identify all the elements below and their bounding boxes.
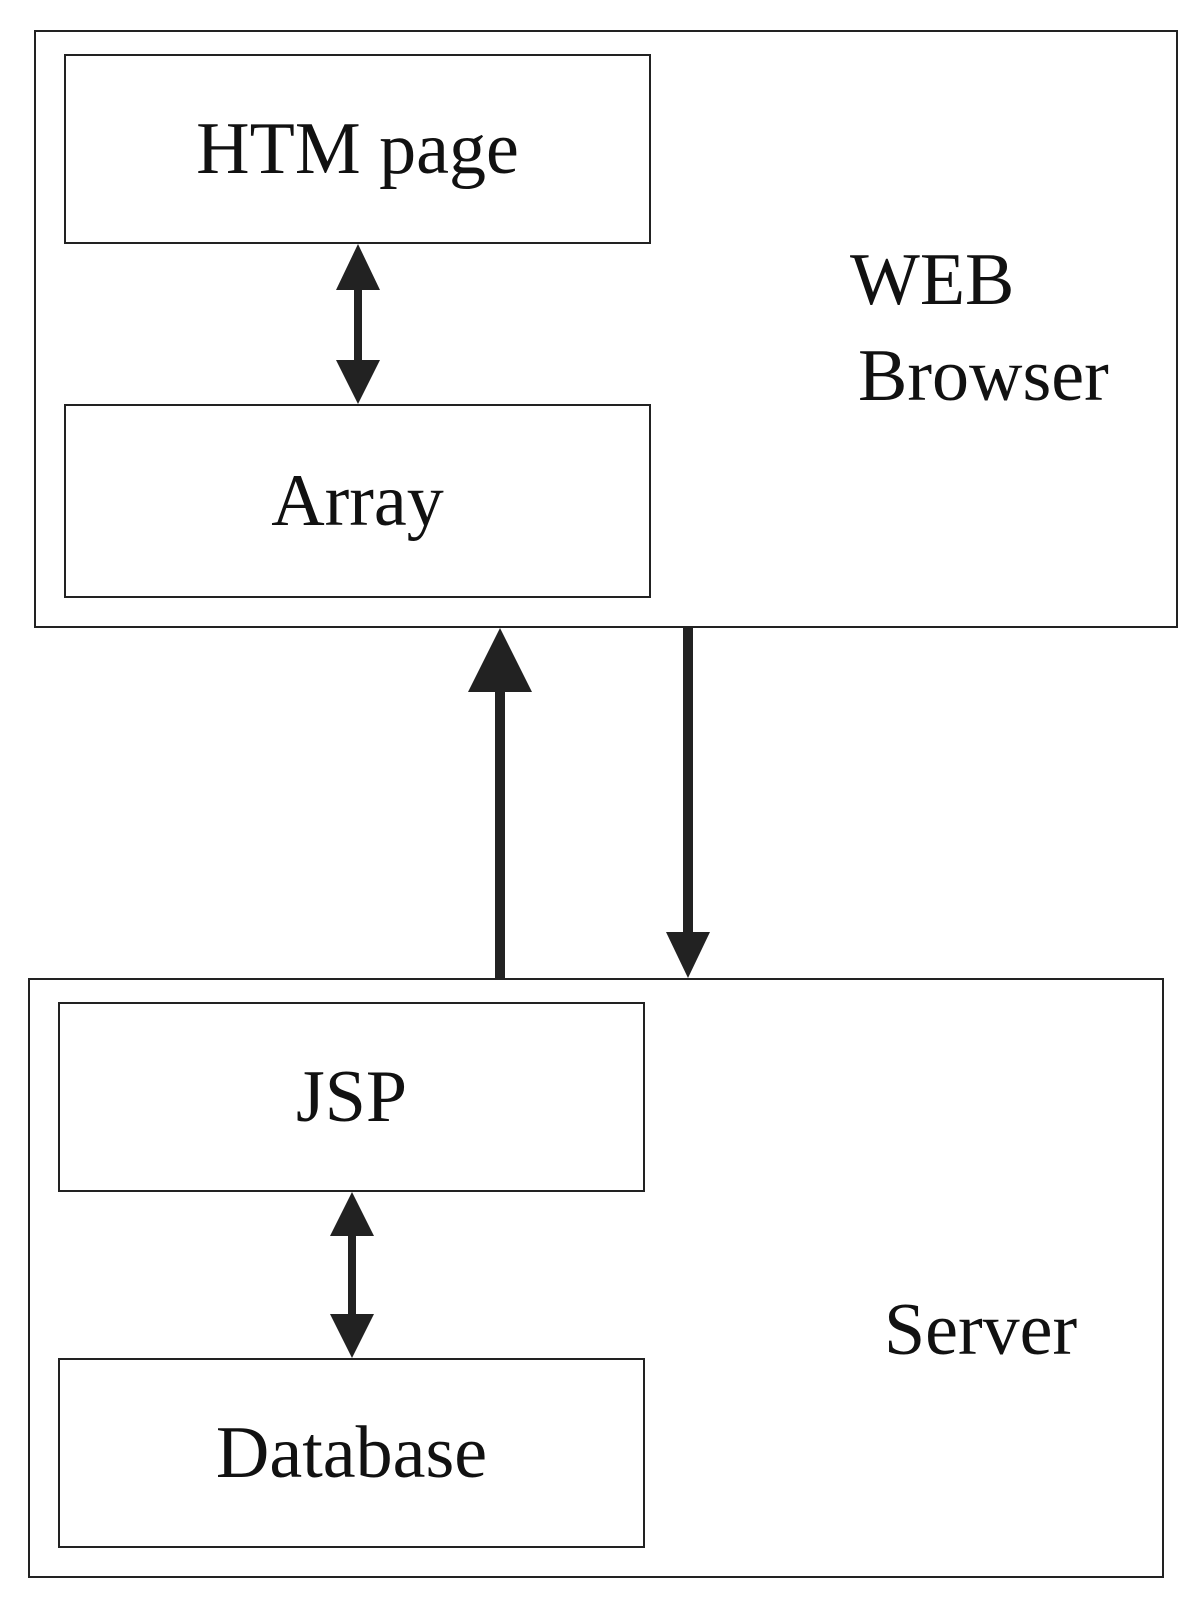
htm-page-box: HTM page	[64, 54, 651, 244]
web-browser-label: WEB Browser	[850, 232, 1109, 424]
server-to-browser-arrow	[468, 628, 532, 978]
jsp-label: JSP	[295, 1056, 408, 1138]
htm-page-label: HTM page	[196, 108, 519, 190]
jsp-database-double-arrow	[330, 1192, 374, 1358]
browser-to-server-arrow	[666, 626, 710, 978]
jsp-box: JSP	[58, 1002, 645, 1192]
array-box: Array	[64, 404, 651, 598]
database-label: Database	[215, 1412, 488, 1494]
array-label: Array	[271, 460, 444, 542]
htm-array-double-arrow	[336, 244, 380, 404]
database-box: Database	[58, 1358, 645, 1548]
web-browser-label-line1: WEB	[850, 239, 1015, 321]
server-label: Server	[884, 1282, 1077, 1378]
web-browser-label-line2: Browser	[858, 335, 1109, 418]
server-label-text: Server	[884, 1289, 1078, 1371]
